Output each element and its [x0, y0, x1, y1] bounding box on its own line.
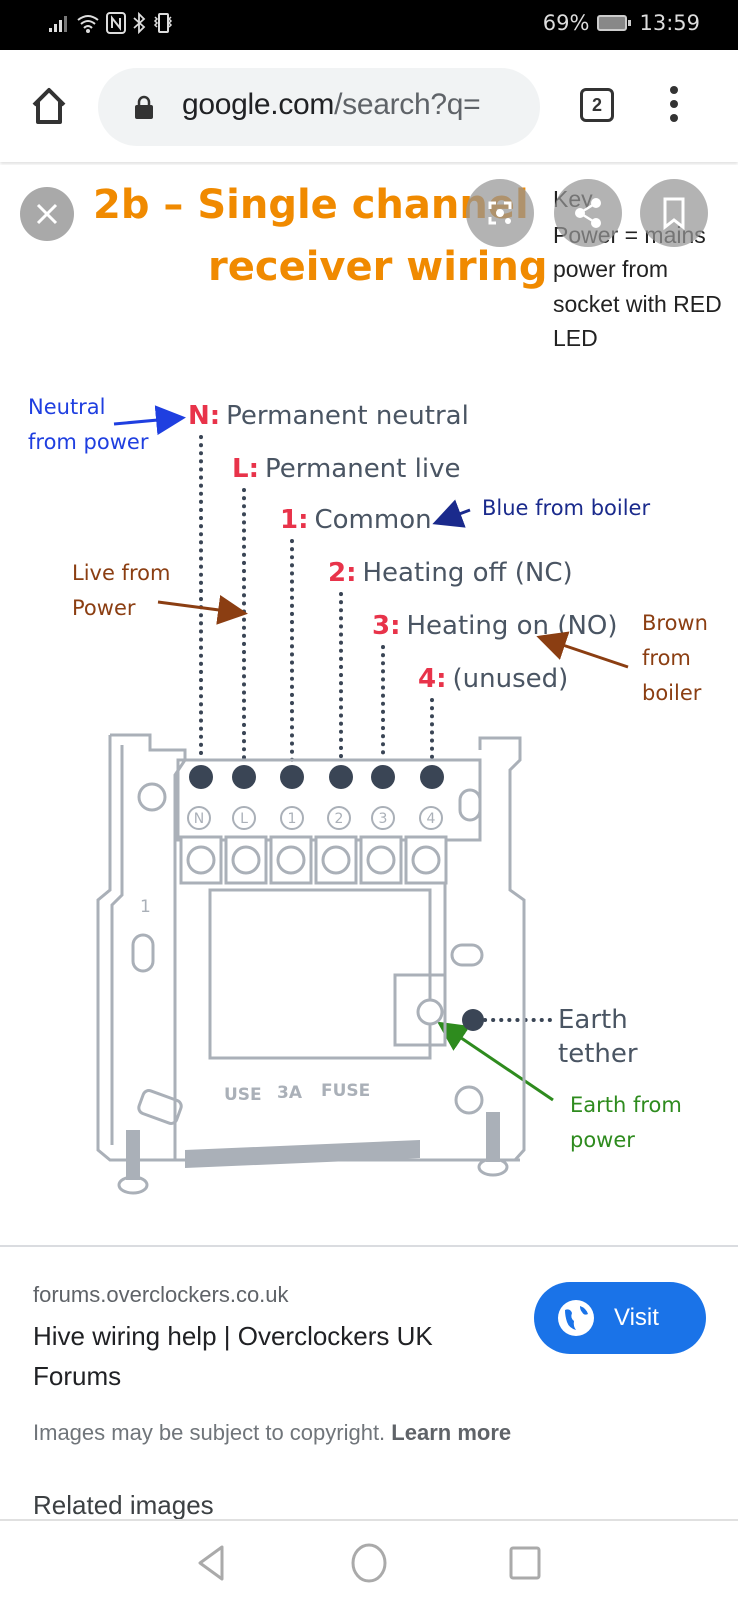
battery-percent: 69%: [542, 11, 590, 35]
vibrate-icon: [153, 13, 173, 33]
base-text-mark: 1: [140, 897, 151, 917]
home-circle-icon[interactable]: [350, 1543, 388, 1583]
wifi-icon: [77, 15, 99, 33]
terminal-label-l: L:Permanent live: [232, 454, 460, 484]
terminal-label-2: 2:Heating off (NC): [328, 558, 573, 588]
base-text-amps: 3A: [277, 1083, 303, 1103]
result-title[interactable]: Hive wiring help | Overclockers UK Forum…: [33, 1321, 433, 1391]
close-icon: [36, 203, 58, 225]
url-host: google.com: [182, 88, 335, 121]
key-line: LED: [553, 325, 598, 351]
learn-more-link[interactable]: Learn more: [391, 1420, 512, 1445]
browser-toolbar: google.com/search?q= 2: [0, 50, 738, 162]
image-viewer: 2b – Single channel receiver wiring Key …: [0, 165, 738, 1245]
badge-4: 4: [427, 811, 436, 827]
terminal-label-4: 4:(unused): [418, 664, 568, 694]
nfc-icon: [106, 12, 126, 34]
battery-icon: [597, 15, 632, 31]
wiring-diagram: 2b – Single channel receiver wiring Key …: [28, 182, 722, 1195]
clock: 13:59: [639, 11, 700, 35]
globe-icon: [558, 1300, 594, 1336]
divider: [0, 1245, 738, 1247]
close-viewer-button[interactable]: [20, 187, 74, 241]
annotation-earth-tether: Earth: [558, 1005, 628, 1035]
base-bar: [185, 1140, 420, 1168]
url-text[interactable]: google.com/search?q=: [182, 88, 481, 122]
base-text-fuse: FUSE: [321, 1081, 370, 1101]
annotation-live: Live from: [72, 561, 170, 585]
lock-icon: [135, 95, 153, 119]
copyright-text: Images may be subject to copyright.: [33, 1420, 386, 1445]
url-path: /search?q=: [334, 88, 481, 121]
lens-icon: [488, 201, 512, 225]
visit-button[interactable]: Visit: [534, 1282, 706, 1354]
annotation-neutral: Neutral: [28, 395, 106, 419]
recents-icon[interactable]: [508, 1545, 542, 1581]
terminal-label-3: 3:Heating on (NO): [372, 611, 618, 641]
save-button[interactable]: [640, 179, 708, 247]
key-line: power from: [553, 256, 668, 282]
home-icon[interactable]: [28, 85, 70, 127]
annotation-blue: Blue from boiler: [482, 496, 650, 520]
signal-icon: [49, 16, 67, 32]
terminal-label-n: N:Permanent neutral: [188, 401, 469, 431]
status-icons: [48, 12, 174, 34]
back-icon[interactable]: [194, 1543, 228, 1583]
dotted-wires: [199, 435, 557, 1022]
diagram-title-line2: receiver wiring: [208, 244, 547, 290]
annotation-brown: Brown: [642, 611, 708, 635]
annotation-live: Power: [72, 596, 136, 620]
status-bar: 69% 13:59: [0, 0, 738, 50]
terminal-label-1: 1:Common: [280, 505, 432, 535]
badge-n: N: [194, 811, 204, 827]
badge-1: 1: [288, 811, 297, 827]
annotation-brown: from: [642, 646, 691, 670]
diagram-title-line1: 2b – Single channel: [93, 182, 529, 228]
annotation-earth-power: Earth from: [570, 1093, 682, 1117]
mount-screws: [117, 1112, 509, 1195]
system-nav-bar: [0, 1519, 738, 1602]
url-bar[interactable]: google.com/search?q=: [98, 68, 540, 146]
annotation-earth-tether: tether: [558, 1039, 638, 1069]
annotation-neutral: from power: [28, 430, 149, 454]
wire-dots: [189, 765, 484, 1031]
result-source[interactable]: forums.overclockers.co.uk: [33, 1282, 289, 1307]
annotation-earth-power: power: [570, 1128, 635, 1152]
share-button[interactable]: [554, 179, 622, 247]
terminal-blocks: [179, 835, 448, 1026]
badge-l: L: [240, 811, 248, 827]
badge-2: 2: [335, 811, 344, 827]
key-line: socket with RED: [553, 291, 722, 317]
visit-label: Visit: [614, 1304, 659, 1331]
tab-switcher-button[interactable]: 2: [580, 88, 614, 122]
receiver-base: [96, 733, 526, 1162]
share-icon: [575, 198, 601, 228]
base-text-use: USE: [224, 1085, 262, 1105]
lens-button[interactable]: [466, 179, 534, 247]
copyright-notice: Images may be subject to copyright. Lear…: [33, 1420, 511, 1446]
more-vert-icon[interactable]: [668, 86, 680, 126]
related-images-heading: Related images: [33, 1490, 214, 1520]
badge-3: 3: [379, 811, 388, 827]
bookmark-icon: [663, 197, 685, 231]
bluetooth-icon: [133, 12, 146, 34]
annotation-brown: boiler: [642, 681, 702, 705]
